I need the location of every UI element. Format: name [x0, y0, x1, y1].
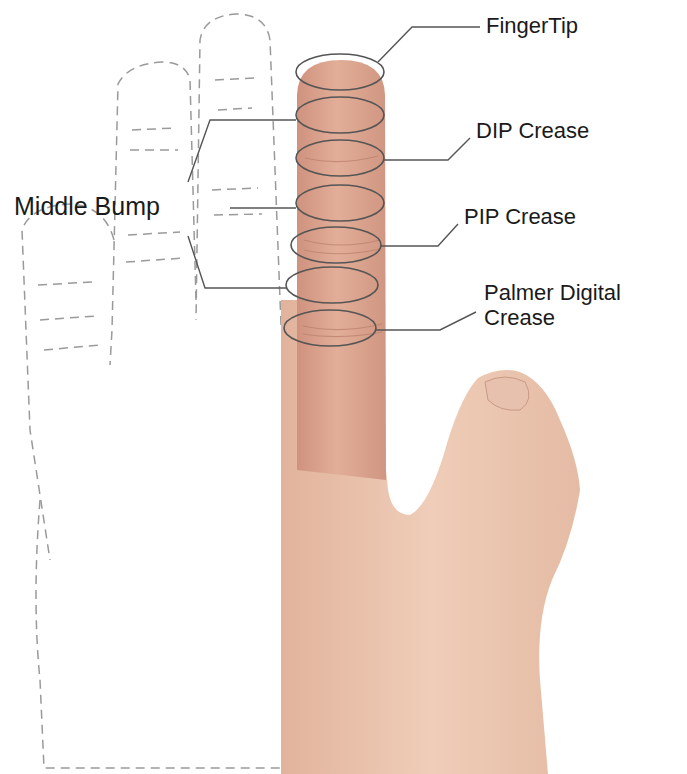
part-label: FingerTip	[486, 13, 666, 38]
thumb-nail	[485, 377, 529, 410]
part-label-box: DIP Crease	[476, 118, 656, 143]
part-label-box: Middle Bump	[14, 192, 214, 221]
finger-creases	[303, 156, 382, 337]
part-label: DIP Crease	[476, 118, 656, 143]
part-label-box: FingerTip	[486, 13, 666, 38]
part-label: Palmer Digital Crease	[484, 280, 654, 331]
part-label-box: Palmer Digital Crease	[484, 280, 654, 331]
hand-outline-dashed	[22, 14, 281, 768]
part-label: PIP Crease	[464, 204, 654, 229]
leader-lines	[188, 27, 480, 330]
part-label: Middle Bump	[14, 192, 214, 221]
part-label-box: PIP Crease	[464, 204, 654, 229]
callout-ellipses	[284, 54, 384, 346]
index-finger	[297, 60, 386, 480]
